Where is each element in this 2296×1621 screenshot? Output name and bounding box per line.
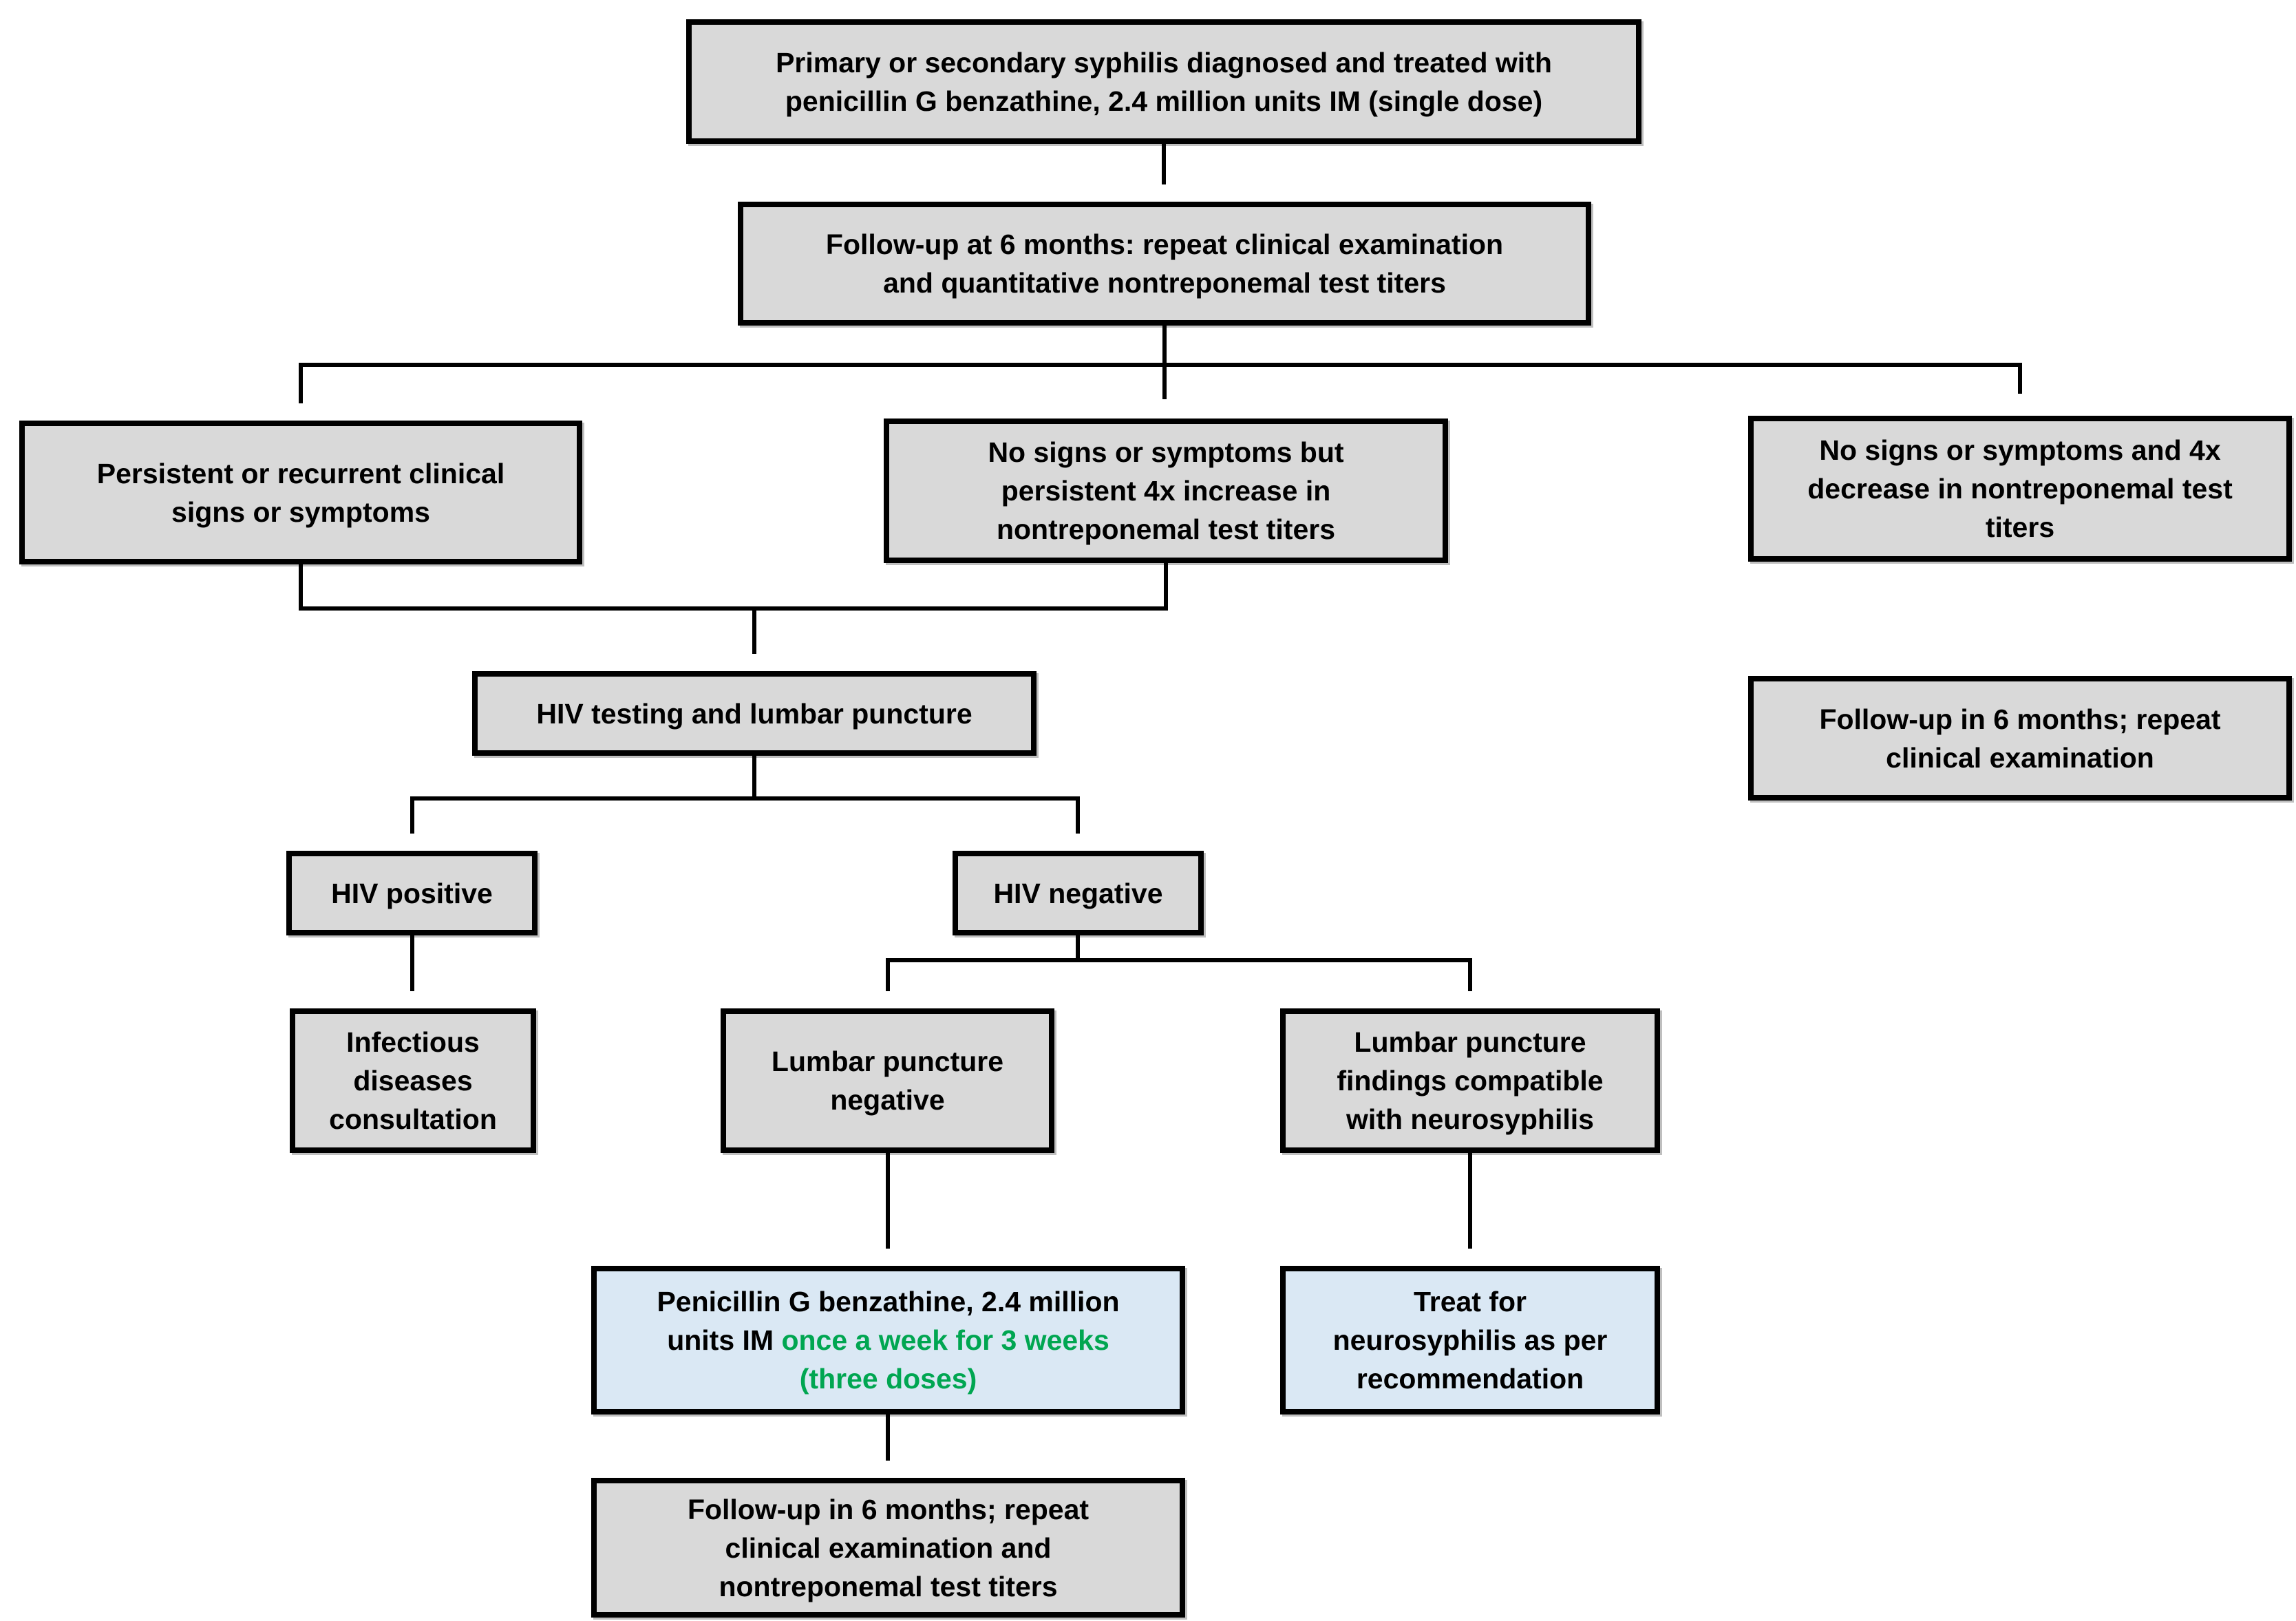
node-no-signs-4x-decrease: No signs or symptoms and 4x decrease in … bbox=[1748, 416, 2292, 562]
node-hiv-testing-lumbar-puncture: HIV testing and lumbar puncture bbox=[472, 671, 1037, 756]
node-no-signs-4x-increase-label: No signs or symptoms but persistent 4x i… bbox=[988, 436, 1344, 545]
connector-hiv-negative-lp-neuro bbox=[1078, 958, 1472, 991]
node-followup-titers: Follow-up in 6 months; repeat clinical e… bbox=[591, 1478, 1185, 1618]
connector-no-signs-increase-merge bbox=[754, 563, 1168, 611]
connector-hiv-lp-hiv-negative bbox=[754, 796, 1080, 834]
node-start: Primary or secondary syphilis diagnosed … bbox=[686, 19, 1641, 144]
node-infectious-diseases-consultation: Infectious diseases consultation bbox=[290, 1008, 536, 1153]
node-persistent-signs-label: Persistent or recurrent clinical signs o… bbox=[96, 457, 505, 528]
node-followup-repeat-exam: Follow-up in 6 months; repeat clinical e… bbox=[1748, 676, 2292, 801]
connector-persistent-merge bbox=[299, 564, 754, 611]
node-penicillin-three-doses-label: Penicillin G benzathine, 2.4 million uni… bbox=[657, 1282, 1119, 1398]
connector-followup6-no-signs-decrease bbox=[1165, 363, 2022, 394]
node-no-signs-4x-increase: No signs or symptoms but persistent 4x i… bbox=[884, 419, 1448, 563]
node-penicillin-three-doses: Penicillin G benzathine, 2.4 million uni… bbox=[591, 1266, 1185, 1415]
node-infectious-diseases-consultation-label: Infectious diseases consultation bbox=[329, 1026, 497, 1135]
node-no-signs-4x-decrease-label: No signs or symptoms and 4x decrease in … bbox=[1807, 434, 2233, 543]
node-followup-titers-label: Follow-up in 6 months; repeat clinical e… bbox=[687, 1493, 1089, 1602]
node-followup-repeat-exam-label: Follow-up in 6 months; repeat clinical e… bbox=[1819, 703, 2221, 774]
node-start-label: Primary or secondary syphilis diagnosed … bbox=[776, 46, 1552, 117]
node-hiv-positive-label: HIV positive bbox=[331, 877, 493, 909]
node-hiv-negative-label: HIV negative bbox=[993, 877, 1163, 909]
node-lumbar-puncture-negative: Lumbar puncture negative bbox=[721, 1008, 1054, 1153]
node-lumbar-puncture-neurosyphilis: Lumbar puncture findings compatible with… bbox=[1280, 1008, 1660, 1153]
node-followup-6-months-label: Follow-up at 6 months: repeat clinical e… bbox=[825, 229, 1504, 299]
node-lumbar-puncture-neurosyphilis-label: Lumbar puncture findings compatible with… bbox=[1337, 1026, 1604, 1135]
node-lumbar-puncture-negative-label: Lumbar puncture negative bbox=[771, 1046, 1004, 1116]
node-hiv-testing-lumbar-puncture-label: HIV testing and lumbar puncture bbox=[536, 697, 972, 730]
connector-hiv-lp-hiv-positive bbox=[410, 756, 756, 834]
node-hiv-positive: HIV positive bbox=[286, 851, 538, 935]
connector-hiv-negative-lp-negative bbox=[886, 935, 1080, 991]
node-hiv-negative: HIV negative bbox=[953, 851, 1204, 935]
node-followup-6-months: Follow-up at 6 months: repeat clinical e… bbox=[738, 202, 1591, 326]
penicillin-text-black: Penicillin G benzathine, 2.4 million uni… bbox=[657, 1286, 1120, 1356]
node-treat-neurosyphilis-label: Treat for neurosyphilis as per recommend… bbox=[1332, 1286, 1608, 1395]
connector-followup6-persistent bbox=[299, 363, 1165, 403]
node-treat-neurosyphilis: Treat for neurosyphilis as per recommend… bbox=[1280, 1266, 1660, 1415]
node-persistent-signs: Persistent or recurrent clinical signs o… bbox=[19, 421, 582, 564]
penicillin-text-green: once a week for 3 weeks (three doses) bbox=[781, 1324, 1109, 1395]
